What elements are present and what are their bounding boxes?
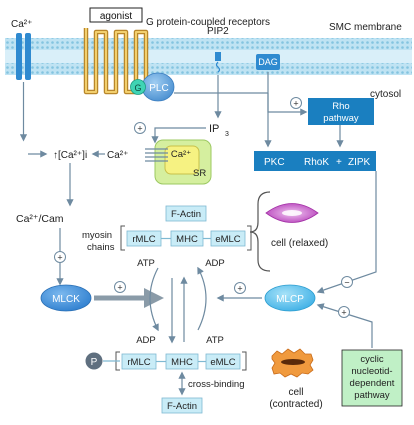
calcium-release-label: Ca²⁺: [107, 150, 128, 161]
mlck-enzyme: [40, 284, 92, 312]
gpcr-receptor-highlight: [85, 28, 147, 93]
intracellular-calcium-label: ↑[Ca²⁺]i: [53, 150, 87, 161]
plus-sign-mlcp-text: +: [237, 284, 242, 294]
cgmp-line1: cyclic: [360, 354, 383, 365]
minus-sign-mlcp-text: −: [344, 278, 349, 288]
adp-bottom-left: ADP: [136, 335, 156, 346]
cgmp-line2: nucleotid-: [351, 366, 392, 377]
plus-sign-rho: [290, 97, 302, 109]
pip2-label: PIP2: [207, 26, 229, 37]
sr-label: SR: [193, 168, 206, 179]
calcium-channel-label: Ca²⁺: [11, 19, 32, 30]
minus-sign-mlcp: [341, 276, 353, 288]
relaxed-cell-icon: [265, 203, 319, 223]
smc-membrane: [5, 38, 412, 75]
ip3-label: IP: [209, 123, 219, 135]
curve-atp-adp-left: [149, 267, 159, 332]
rmlc-label-relaxed: rMLC: [132, 234, 155, 245]
plus-sign-mlck-text: +: [117, 283, 122, 293]
gpcr-label: G protein-coupled receptors: [146, 17, 270, 28]
atp-bottom-right: ATP: [206, 335, 224, 346]
sarcoplasmic-reticulum: [154, 139, 212, 185]
contracted-cell-icon: [271, 348, 314, 378]
calcium-channel: [16, 33, 31, 80]
emlc-box-relaxed: [210, 230, 246, 247]
kinase-zipk: ZIPK: [348, 157, 371, 168]
rho-pathway-box: [308, 98, 374, 125]
curve-atp-adp-right: [197, 266, 207, 331]
factin-box-contracted: [161, 397, 203, 414]
emlc-label-contracted: eMLC: [210, 357, 235, 368]
factin-label-relaxed: F-Actin: [171, 209, 201, 220]
plus-sign-cacam: [54, 251, 66, 263]
kinase-pkc: PKC: [264, 157, 285, 168]
cgmp-pathway-box: [341, 349, 403, 407]
phosphate-circle: [85, 352, 103, 370]
ip3-subscript: 3: [225, 131, 229, 138]
mhc-label-contracted: MHC: [171, 357, 193, 368]
plc-label: PLC: [149, 83, 168, 94]
g-protein: [130, 79, 146, 95]
curly-brace: [249, 191, 271, 272]
mlck-label: MLCK: [52, 294, 80, 305]
arrow-kinases-to-mlcp: [316, 171, 377, 294]
contracted-cell-line1: cell: [288, 387, 303, 398]
sr-channel-lines: [145, 148, 168, 162]
arrow-ip3-to-sr: [151, 127, 206, 144]
mhc-label-relaxed: MHC: [176, 234, 198, 245]
smc-membrane-label: SMC membrane: [329, 22, 402, 33]
phosphate-label: P: [91, 357, 98, 368]
agonist-box: [89, 7, 143, 23]
plus-sign-cgmp-text: +: [341, 308, 346, 318]
bracket-left-relaxed: [120, 225, 125, 251]
plus-sign-rho-text: +: [293, 99, 298, 109]
myosin-chains-line1: myosin: [82, 230, 112, 241]
kinases-box: [254, 151, 376, 171]
factin-label-contracted: F-Actin: [167, 401, 197, 412]
cross-binding-label: cross-binding: [188, 379, 245, 390]
arrow-cgmp-to-mlcp: [316, 303, 373, 348]
kinase-rhok: RhoK: [304, 157, 329, 168]
dag-label: DAG: [258, 57, 278, 67]
mlcp-enzyme: [264, 284, 316, 312]
pip2-lipid: [215, 52, 221, 73]
rmlc-label-contracted: rMLC: [127, 357, 150, 368]
atp-top-left: ATP: [137, 258, 155, 269]
plus-sign-mlck: [114, 281, 126, 293]
emlc-label-relaxed: eMLC: [215, 234, 240, 245]
relaxed-cell-label: cell (relaxed): [271, 238, 328, 249]
agonist-label: agonist: [100, 11, 132, 22]
bracket-right-contracted: [242, 351, 247, 371]
kinase-plus: +: [336, 157, 342, 168]
g-protein-label: G: [134, 83, 141, 93]
plus-sign-ip3-text: +: [137, 124, 142, 134]
dag-box: [256, 54, 280, 70]
rho-pathway-line1: Rho: [332, 101, 349, 112]
arrow-to-rho: [267, 93, 308, 116]
sr-calcium-label: Ca²⁺: [171, 149, 191, 160]
plus-sign-cgmp: [338, 306, 350, 318]
plus-sign-mlcp: [234, 282, 246, 294]
plus-sign-ip3: [134, 122, 146, 134]
bracket-right-relaxed: [247, 225, 252, 251]
factin-box-relaxed: [165, 205, 207, 222]
mlcp-label: MLCP: [276, 294, 304, 305]
plus-sign-cacam-text: +: [57, 253, 62, 263]
cytosol-label: cytosol: [370, 89, 401, 100]
rho-pathway-line2: pathway: [323, 113, 359, 124]
contracted-cell-line2: (contracted): [269, 399, 322, 410]
adp-top-right: ADP: [205, 258, 225, 269]
myosin-chains-line2: chains: [87, 242, 115, 253]
cgmp-line3: dependent: [350, 378, 395, 389]
emlc-box-contracted: [205, 353, 241, 370]
ca-cam-label: Ca²⁺/Cam: [16, 213, 64, 225]
cgmp-line4: pathway: [354, 390, 390, 401]
